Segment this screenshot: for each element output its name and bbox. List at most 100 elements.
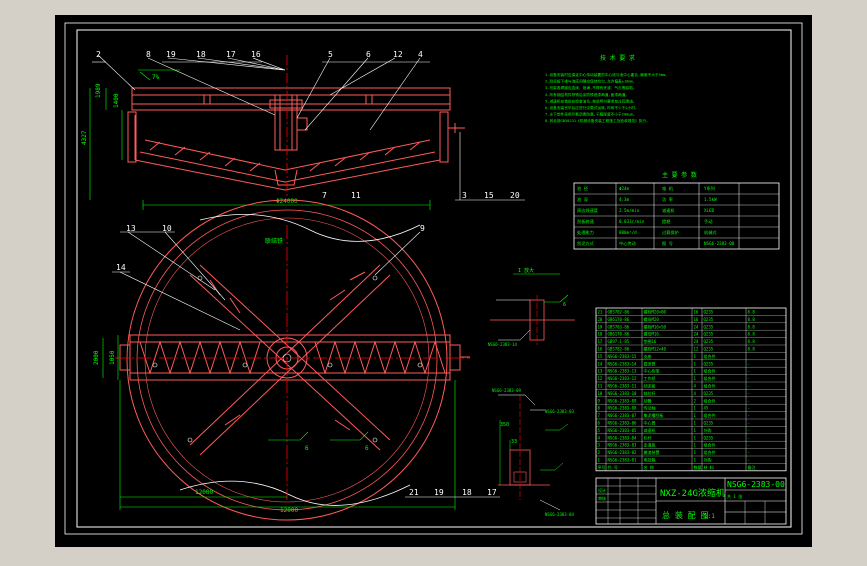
callout-number: 17 [226, 50, 236, 59]
parts-cell: 组合件 [704, 397, 716, 403]
callout-number: 17 [487, 488, 497, 497]
parts-cell: 8.8 [748, 324, 756, 329]
parts-cell: Q235 [704, 324, 714, 329]
tech-note-line: 6.设备安装完毕后应进行空载试运转,时间不少于2小时。 [545, 105, 639, 110]
params-cell: Y系列 [704, 185, 715, 192]
callout-leaders-top [92, 54, 525, 201]
tank-rim-inner [136, 209, 438, 511]
params-cell: 手动 [704, 218, 712, 225]
params-cell: 过载保护 [662, 229, 679, 236]
parts-cell: Q235 [704, 332, 714, 337]
parts-header: 备注 [748, 464, 756, 470]
tech-notes: 技 术 要 求1.设备安装时应保证中心传动装置的中心线与池中心重合,偏差不大于5… [545, 54, 669, 123]
parts-cell: NSG6-2383-10 [608, 391, 637, 396]
tech-note-line: 4.所有钢结构件除锈后涂防锈底漆两道,面漆两道。 [545, 92, 629, 97]
parts-cell: 螺母M16 [644, 331, 660, 337]
parts-cell: 7 [598, 413, 601, 418]
parts-cell: 撇渣装置 [644, 449, 660, 455]
parts-cell: 2 [694, 398, 697, 403]
parts-header: 材 料 [704, 464, 714, 470]
parts-cell: 1 [694, 443, 697, 448]
tech-note-line: 8.其余按GB50231《机械设备安装工程施工及验收规范》执行。 [545, 118, 650, 123]
tech-note-line: 5.减速机安装前应检查油位,按说明书要求加注润滑油。 [545, 98, 636, 103]
title-drawing-no: NSG6-2383-00 [727, 480, 785, 489]
params-cell: 机械式 [704, 229, 717, 236]
weld-mark-b: 6 [365, 445, 369, 452]
callout-number: 16 [251, 50, 261, 59]
parts-cell: 1 [694, 354, 697, 359]
parts-cell: 1 [694, 406, 697, 411]
plan-note: 联结铁 [265, 237, 283, 245]
parts-cell: 16 [694, 317, 699, 322]
parts-cell: NSG6-2383-05 [608, 428, 637, 433]
dim-truss-inner: 1050 [109, 350, 116, 365]
parts-cell: 电控箱 [644, 457, 656, 463]
parts-cell: 1 [694, 435, 697, 440]
params-cell: 图 号 [662, 241, 673, 247]
parts-cell: 1 [694, 376, 697, 381]
parts-cell: 11 [598, 384, 603, 389]
parts-cell: - [748, 361, 750, 366]
parts-cell: Q235 [704, 339, 714, 344]
parts-cell: 3 [598, 443, 601, 448]
callout-number: 11 [351, 191, 361, 200]
title-sheet: 共 1 张 [727, 493, 742, 499]
callout-number: 18 [462, 488, 472, 497]
parts-cell: 外购 [704, 427, 712, 433]
parts-cell: NSG6-2383-11 [608, 384, 637, 389]
parts-cell: GB5782-86 [608, 347, 630, 352]
scraper-arm [144, 139, 431, 172]
parts-cell: - [748, 398, 750, 403]
parts-cell: NSG6-2383-13 [608, 369, 637, 374]
parts-header: 代 号 [608, 464, 618, 470]
params-cell: 提耙 [662, 218, 671, 225]
parts-cell: GB6170-86 [608, 332, 630, 337]
parts-cell: 组合件 [704, 353, 716, 359]
tank-bottom [134, 159, 441, 191]
callout-number: 10 [162, 224, 172, 233]
params-cell: 池 深 [577, 196, 588, 203]
dim-top-diameter: Φ24000 [276, 198, 298, 205]
params-cell: 刮泥方式 [577, 240, 595, 247]
parts-cell: 24 [694, 339, 699, 344]
parts-cell: 20 [598, 317, 603, 322]
params-cell: 4.3m [619, 197, 630, 202]
parts-cell: 螺栓M20×80 [644, 309, 667, 315]
section-view [127, 87, 465, 191]
callout-number: 18 [196, 50, 206, 59]
parts-cell: 组合件 [704, 383, 716, 389]
params-cell: NSG6-2383-00 [704, 241, 735, 246]
parts-cell: 1 [694, 413, 697, 418]
parts-cell: 19 [598, 324, 603, 329]
parts-cell: 16 [598, 347, 603, 352]
title-drawing-title: 总 装 配 图 [662, 510, 708, 520]
parts-cell: 1 [694, 458, 697, 463]
params-cell: Φ24m [619, 186, 630, 191]
parts-cell: - [748, 450, 750, 455]
parts-cell: 10 [598, 391, 603, 396]
parts-cell: Q235 [704, 317, 714, 322]
parts-cell: NSG6-2383-01 [608, 458, 637, 463]
parts-cell: NSG6-2383-12 [608, 376, 637, 381]
inner-frame [76, 29, 792, 528]
callout-number: 7 [322, 191, 327, 200]
detail1-angle: 6 [563, 302, 566, 308]
parts-cell: Q235 [704, 361, 714, 366]
parts-cell: 12 [694, 347, 699, 352]
title-block: NXZ-24G浓缩机 总 装 配 图 NSG6-2383-00 1:1 设计 审… [595, 477, 787, 525]
params-cell: 电 机 [662, 185, 674, 192]
callout-number: 5 [328, 50, 333, 59]
parts-cell: 外购 [704, 457, 712, 463]
parts-cell: - [748, 443, 750, 448]
params-cell: 中心传动 [619, 240, 636, 247]
parts-cell: 12 [598, 376, 603, 381]
parts-cell: 16 [694, 310, 699, 315]
parts-cell: 栏杆 [644, 434, 652, 440]
plan-view: 6 6 联结铁 [115, 199, 470, 521]
params-cell: 刮板转速 [577, 218, 595, 225]
parts-cell: - [748, 384, 750, 389]
parts-cell: - [748, 391, 750, 396]
parts-cell: NSG6-2383-09 [608, 398, 637, 403]
